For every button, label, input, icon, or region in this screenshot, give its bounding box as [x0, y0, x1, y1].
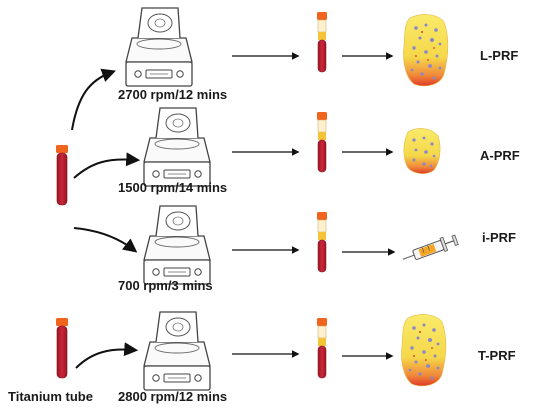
- prf-clot-icon: [403, 128, 441, 175]
- row3-product: i-PRF: [482, 230, 516, 245]
- arrow-to-row4: [75, 342, 139, 369]
- arrow-to-row3: [73, 227, 138, 253]
- processed-tube-icon: [316, 211, 328, 273]
- arrow-to-row1: [71, 68, 116, 131]
- processed-tube-icon: [316, 317, 328, 379]
- row4-speed: 2800 rpm/12 mins: [118, 389, 227, 404]
- row4-product: T-PRF: [478, 348, 516, 363]
- titanium-tube-icon: [55, 317, 69, 379]
- prf-clot-icon: [402, 14, 449, 87]
- row2-speed: 1500 rpm/14 mins: [118, 180, 227, 195]
- titanium-tube-label: Titanium tube: [8, 389, 93, 404]
- row1-speed: 2700 rpm/12 mins: [118, 87, 227, 102]
- prf-clot-icon: [400, 314, 447, 387]
- centrifuge-icon: [143, 205, 211, 285]
- row3-speed: 700 rpm/3 mins: [118, 278, 213, 293]
- centrifuge-icon: [143, 107, 211, 187]
- processed-tube-icon: [316, 11, 328, 73]
- row2-product: A-PRF: [480, 148, 520, 163]
- blood-tube-icon: [55, 144, 69, 206]
- processed-tube-icon: [316, 111, 328, 173]
- arrow-to-row2: [73, 152, 141, 179]
- syringe-icon: [402, 234, 459, 260]
- row1-product: L-PRF: [480, 48, 518, 63]
- centrifuge-icon: [125, 7, 193, 87]
- centrifuge-icon: [143, 311, 211, 391]
